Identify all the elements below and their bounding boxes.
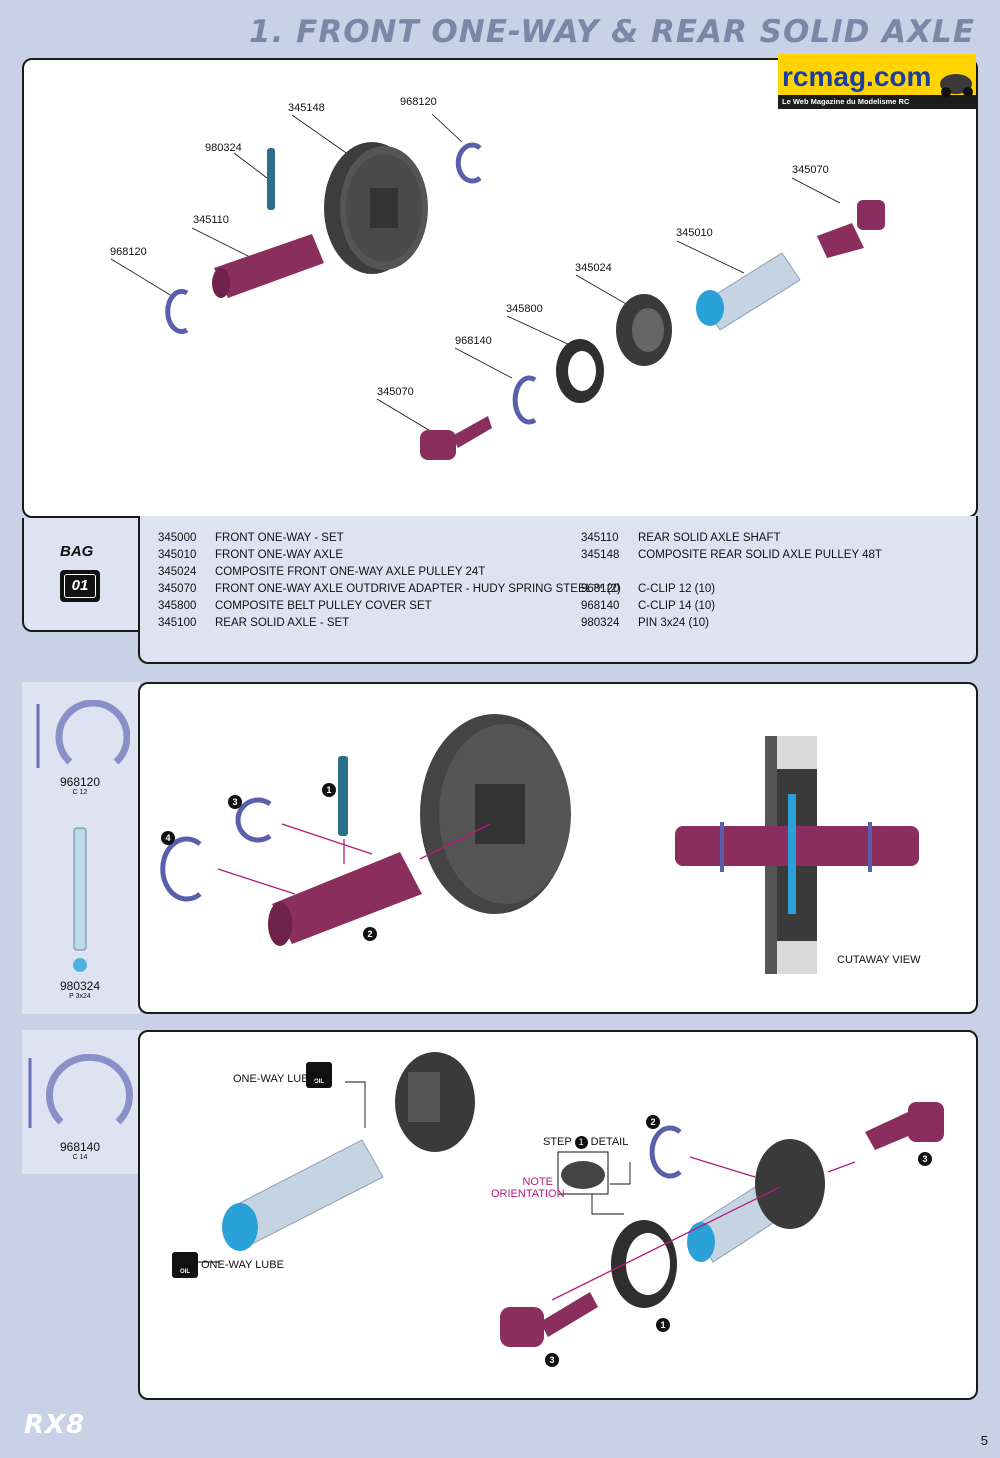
step-number: 4: [165, 833, 170, 843]
oil-badge: OIL: [172, 1252, 198, 1278]
rcmag-logo: rcmag.com Le Web Magazine du Modelisme R…: [778, 54, 976, 110]
pulley-24t-icon: [395, 1052, 475, 1152]
note-orientation: NOTE ORIENTATION: [491, 1176, 565, 1200]
pin-3x24-code: 980324: [59, 979, 101, 993]
oil-badge: OIL: [306, 1062, 332, 1088]
part-label: 345110: [193, 214, 229, 226]
exploded-diagram: [110, 113, 885, 460]
c-clip-icon: [649, 1125, 682, 1179]
c-clip-14-code: 968140: [59, 1140, 101, 1154]
bag-number: 01: [64, 574, 96, 598]
cutaway-view-icon: [675, 736, 919, 974]
part-label: 980324: [205, 142, 242, 154]
one-way-axle-icon: [222, 1139, 384, 1251]
part-label: 968120: [400, 96, 437, 108]
rear-axle-shaft-icon: [268, 852, 422, 946]
outdrive-icon: [865, 1102, 944, 1150]
rear-axle-shaft-icon: [212, 234, 324, 298]
parts-row: [581, 564, 882, 581]
c-clip-14-icon: [28, 1054, 133, 1128]
svg-text:rcmag.com: rcmag.com: [782, 61, 931, 92]
pulley-24t-icon: [755, 1139, 825, 1229]
rx8-logo: RX8: [24, 1410, 86, 1440]
part-label: 345800: [506, 303, 543, 315]
c-clip-icon: [455, 142, 482, 184]
lube-label-bottom: ONE-WAY LUBE: [201, 1259, 284, 1271]
pin-3x24-sub: P 3x24: [69, 993, 91, 1000]
c-clip-12-code: 968120: [59, 775, 101, 789]
pulley-48t-icon: [324, 142, 428, 274]
part-label: 345024: [575, 262, 612, 274]
c-clip-icon: [512, 375, 537, 425]
belt-cover-icon: [611, 1220, 677, 1308]
part-label: 968120: [110, 246, 147, 258]
front-one-way-diagram: 1 2 3 3: [184, 1052, 944, 1367]
step-number: 3: [922, 1154, 927, 1164]
exploded-view-panel: [22, 58, 978, 518]
bag-number-badge: 01: [60, 570, 100, 602]
step-number: 3: [232, 797, 237, 807]
c-clip-icon: [165, 289, 189, 334]
outdrive-icon: [500, 1292, 598, 1347]
c-clip-12-sub: C 12: [72, 789, 88, 796]
belt-cover-icon: [556, 339, 604, 403]
lube-label-top: ONE-WAY LUBE: [233, 1073, 316, 1085]
step-number: 3: [549, 1355, 554, 1365]
step-number: 1: [574, 1136, 588, 1149]
cutaway-label: CUTAWAY VIEW: [837, 954, 921, 966]
step-detail-label: STEP 1 DETAIL: [543, 1136, 629, 1149]
rear-axle-assembly-diagram: 1 2 3 4: [160, 714, 919, 974]
c-clip-14-sub: C 14: [72, 1154, 88, 1161]
step-number: 1: [326, 785, 331, 795]
pulley-48t-icon: [420, 714, 571, 914]
step2-side-parts: [22, 1030, 140, 1174]
outdrive-icon: [420, 416, 492, 460]
c-clip-icon: [160, 836, 202, 902]
pin-icon: [267, 148, 275, 210]
step-number: 2: [367, 929, 372, 939]
outdrive-icon: [817, 200, 885, 258]
c-clip-12-icon: [36, 700, 130, 768]
rcmag-tagline: Le Web Magazine du Modelisme RC: [782, 97, 910, 106]
pin-3x24-icon: [73, 827, 87, 972]
part-label: 968140: [455, 335, 492, 347]
part-label: 345010: [676, 227, 713, 239]
parts-list-panel: [138, 516, 978, 664]
page-number: 5: [980, 1433, 988, 1448]
pin-icon: [338, 756, 348, 836]
step-number: 1: [660, 1320, 665, 1330]
part-label: 345070: [377, 386, 414, 398]
pulley-24t-icon: [616, 294, 672, 366]
part-label: 345148: [288, 102, 325, 114]
bag-label: BAG: [60, 543, 94, 560]
part-label: 345070: [792, 164, 829, 176]
c-clip-icon: [235, 797, 272, 843]
one-way-axle-icon: [696, 252, 801, 331]
step-number: 2: [650, 1117, 655, 1127]
page-title: 1. FRONT ONE-WAY & REAR SOLID AXLE: [249, 14, 975, 50]
